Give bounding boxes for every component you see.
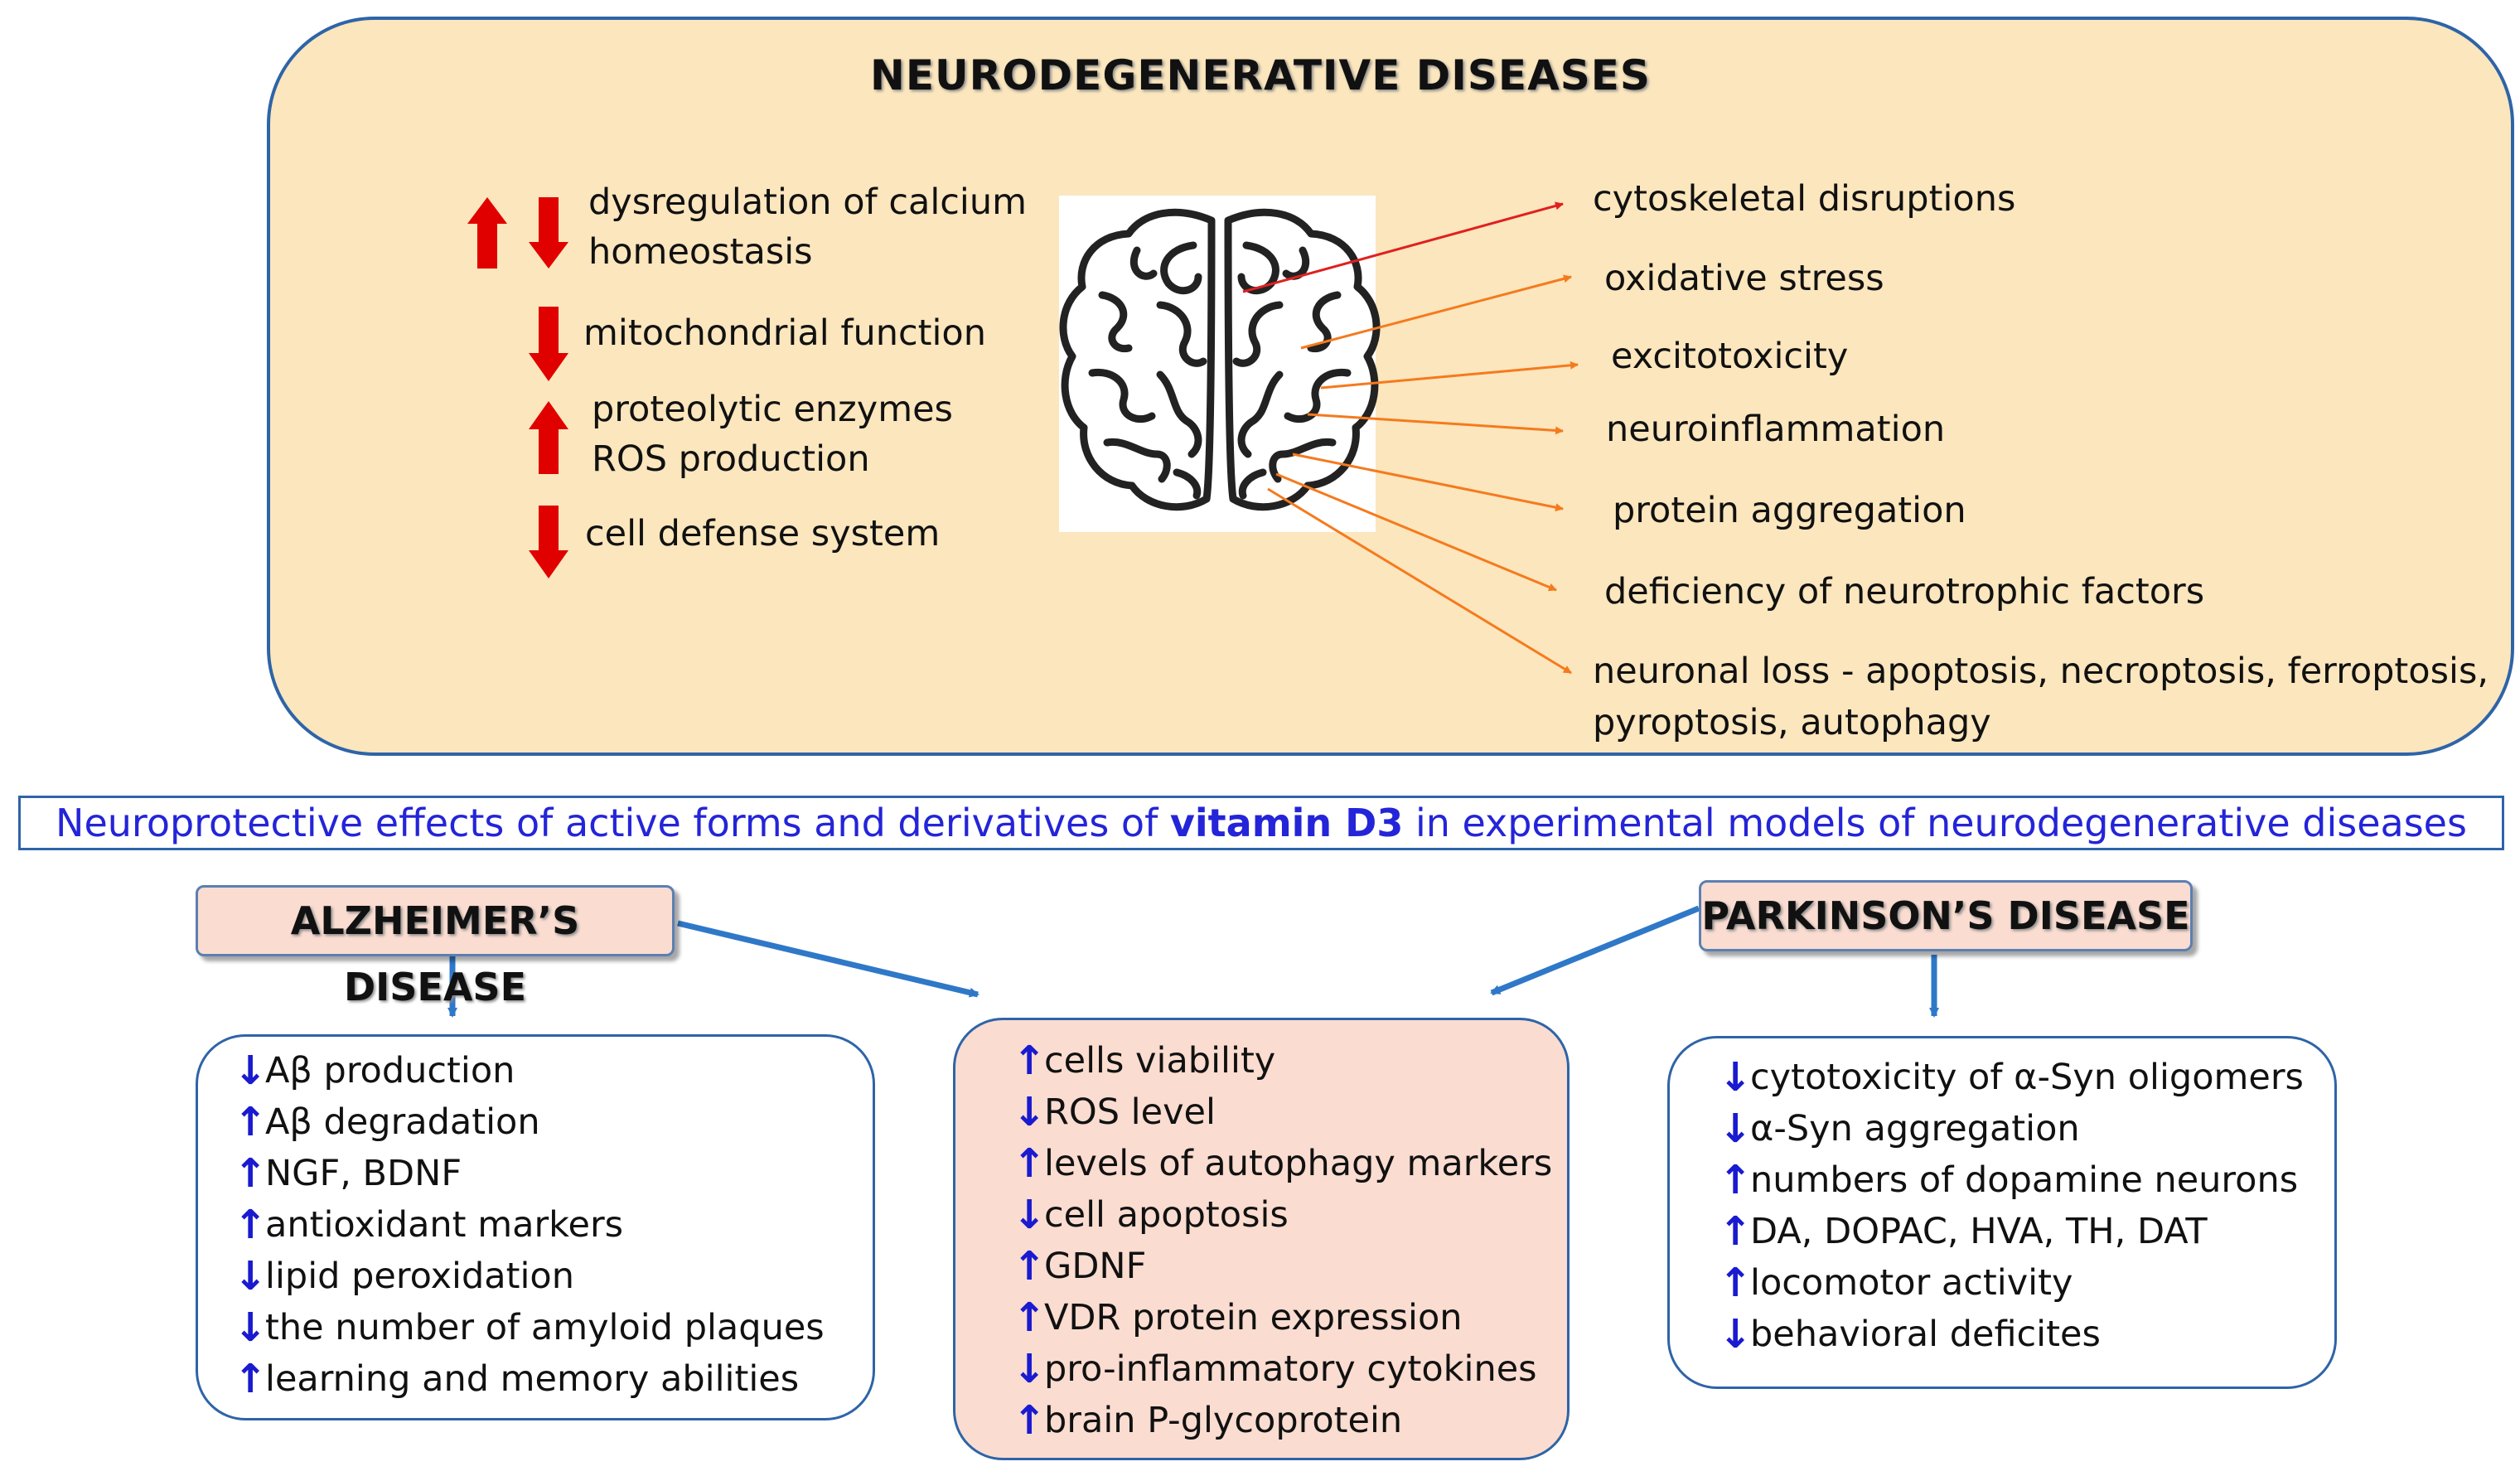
effect-proteolytic: proteolytic enzymes xyxy=(592,389,953,430)
list-item: learning and memory abilities xyxy=(234,1354,799,1404)
effect-ros-production: ROS production xyxy=(592,438,870,480)
direction-arrow-icon xyxy=(1719,1258,1750,1308)
list-item-text: Aβ degradation xyxy=(265,1101,540,1143)
list-item-text: behavioral deficites xyxy=(1750,1314,2101,1355)
effect-cell-defense: cell defense system xyxy=(585,513,941,554)
banner-box xyxy=(18,796,2504,850)
list-item-text: numbers of dopamine neurons xyxy=(1750,1159,2299,1201)
common-effects-card xyxy=(953,1018,1570,1460)
list-item-text: α-Syn aggregation xyxy=(1750,1108,2080,1149)
direction-arrow-icon xyxy=(1013,1087,1044,1137)
consequence-protein-aggregation: protein aggregation xyxy=(1613,490,1966,531)
list-item: antioxidant markers xyxy=(234,1200,623,1250)
list-item-text: the number of amyloid plaques xyxy=(265,1307,825,1348)
list-item: α-Syn aggregation xyxy=(1719,1104,2080,1154)
direction-arrow-icon xyxy=(1013,1241,1044,1291)
banner-text-before: Neuroprotective effects of active forms … xyxy=(56,801,1170,845)
list-item: Aβ production xyxy=(234,1046,515,1096)
consequence-cytoskeletal: cytoskeletal disruptions xyxy=(1593,178,2016,220)
list-item: cell apoptosis xyxy=(1013,1190,1289,1240)
list-item: NGF, BDNF xyxy=(234,1149,462,1198)
direction-arrow-icon xyxy=(234,1149,265,1198)
consequence-neuronal-loss-line2: pyroptosis, autophagy xyxy=(1593,702,1991,743)
direction-arrow-icon xyxy=(234,1200,265,1250)
parkinson-card xyxy=(1667,1036,2337,1389)
direction-arrow-icon xyxy=(1719,1309,1750,1359)
list-item: numbers of dopamine neurons xyxy=(1719,1155,2298,1205)
list-item: cells viability xyxy=(1013,1036,1275,1086)
parkinson-to-common-arrow xyxy=(1490,905,1700,996)
banner-text-bold: vitamin D3 xyxy=(1169,801,1404,845)
effect-calcium-line2: homeostasis xyxy=(588,231,813,273)
direction-arrow-icon xyxy=(234,1303,265,1353)
direction-arrow-icon xyxy=(1013,1344,1044,1394)
list-item: pro-inflammatory cytokines xyxy=(1013,1344,1537,1394)
list-item-text: antioxidant markers xyxy=(265,1204,624,1246)
direction-arrow-icon xyxy=(1719,1104,1750,1154)
parkinson-title: PARKINSON’S DISEASE xyxy=(1699,880,2193,951)
consequence-neuronal-loss-line1: neuronal loss - apoptosis, necroptosis, … xyxy=(1593,651,2489,692)
direction-arrow-icon xyxy=(234,1354,265,1404)
list-item-text: levels of autophagy markers xyxy=(1044,1143,1553,1184)
list-item: locomotor activity xyxy=(1719,1258,2073,1308)
direction-arrow-icon xyxy=(1719,1207,1750,1256)
alzheimer-card xyxy=(196,1034,875,1420)
list-item: levels of autophagy markers xyxy=(1013,1139,1552,1188)
direction-arrow-icon xyxy=(1013,1293,1044,1343)
list-item-text: NGF, BDNF xyxy=(265,1153,462,1194)
list-item-text: learning and memory abilities xyxy=(265,1358,800,1400)
banner-text: Neuroprotective effects of active forms … xyxy=(18,798,2504,848)
list-item: behavioral deficites xyxy=(1719,1309,2101,1359)
effect-calcium-line1: dysregulation of calcium xyxy=(588,181,1027,223)
direction-arrow-icon xyxy=(1719,1155,1750,1205)
list-item-text: VDR protein expression xyxy=(1044,1297,1463,1338)
consequence-neuroinflammation: neuroinflammation xyxy=(1606,409,1946,450)
direction-arrow-icon xyxy=(234,1046,265,1096)
direction-arrow-icon xyxy=(1013,1139,1044,1188)
list-item-text: brain P-glycoprotein xyxy=(1044,1400,1403,1441)
banner-text-after: in experimental models of neurodegenerat… xyxy=(1403,801,2467,845)
list-item-text: GDNF xyxy=(1044,1246,1147,1287)
list-item: lipid peroxidation xyxy=(234,1251,574,1301)
list-item: VDR protein expression xyxy=(1013,1293,1463,1343)
list-item-text: cells viability xyxy=(1044,1040,1276,1082)
brain-image xyxy=(1059,196,1376,532)
list-item: DA, DOPAC, HVA, TH, DAT xyxy=(1719,1207,2208,1256)
list-item-text: cell apoptosis xyxy=(1044,1194,1289,1236)
list-item-text: DA, DOPAC, HVA, TH, DAT xyxy=(1750,1211,2208,1252)
panel-title: NEURODEGENERATIVE DISEASES xyxy=(870,51,1651,99)
alzheimer-title: ALZHEIMER’S DISEASE xyxy=(196,885,675,1009)
direction-arrow-icon xyxy=(1013,1190,1044,1240)
list-item: the number of amyloid plaques xyxy=(234,1303,825,1353)
list-item-text: cytotoxicity of α-Syn oligomers xyxy=(1750,1057,2304,1098)
direction-arrow-icon xyxy=(234,1097,265,1147)
list-item: GDNF xyxy=(1013,1241,1146,1291)
consequence-neurotrophic: deficiency of neurotrophic factors xyxy=(1604,571,2205,612)
direction-arrow-icon xyxy=(234,1251,265,1301)
consequence-excitotoxicity: excitotoxicity xyxy=(1611,336,1849,377)
list-item-text: lipid peroxidation xyxy=(265,1256,574,1297)
list-item: Aβ degradation xyxy=(234,1097,540,1147)
direction-arrow-icon xyxy=(1719,1053,1750,1102)
list-item: ROS level xyxy=(1013,1087,1216,1137)
consequence-oxidative: oxidative stress xyxy=(1604,258,1884,299)
list-item-text: Aβ production xyxy=(265,1050,515,1091)
alzheimer-to-common-arrow xyxy=(677,920,979,998)
list-item-text: pro-inflammatory cytokines xyxy=(1044,1348,1537,1390)
effect-mitochondrial: mitochondrial function xyxy=(583,312,986,354)
list-item: cytotoxicity of α-Syn oligomers xyxy=(1719,1053,2304,1102)
list-item-text: locomotor activity xyxy=(1750,1262,2073,1304)
list-item-text: ROS level xyxy=(1044,1091,1216,1133)
direction-arrow-icon xyxy=(1013,1396,1044,1445)
list-item: brain P-glycoprotein xyxy=(1013,1396,1402,1445)
direction-arrow-icon xyxy=(1013,1036,1044,1086)
